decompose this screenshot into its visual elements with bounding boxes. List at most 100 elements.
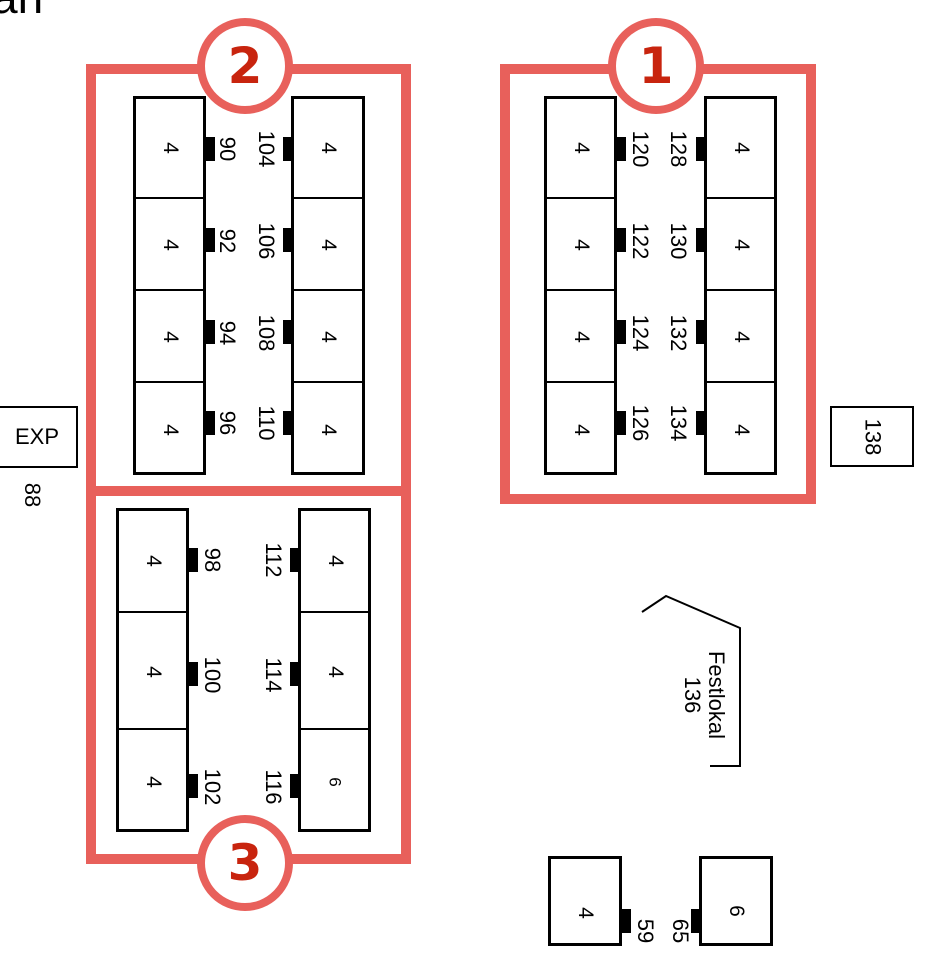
group-divider — [86, 486, 411, 496]
table-number: 116 — [261, 769, 286, 805]
table-group3-right[interactable]: 4 4 6 — [298, 508, 371, 832]
table-marker — [283, 320, 294, 344]
table-138[interactable]: 138 — [830, 406, 914, 467]
seat-cell: 4 — [707, 381, 774, 477]
group-badge-1[interactable]: 1 — [608, 18, 704, 114]
table-number: 106 — [254, 222, 279, 260]
table-marker — [283, 228, 294, 252]
table-group2-left[interactable]: 4 4 4 4 — [133, 96, 206, 475]
table-group2-right[interactable]: 4 4 4 4 — [291, 96, 365, 475]
seat-count: 4 — [729, 239, 753, 251]
table-marker — [620, 909, 631, 933]
table-number: 100 — [200, 656, 225, 694]
festlokal-number: 136 — [680, 676, 705, 714]
seat-cell: 6 — [301, 728, 368, 834]
seat-count: 4 — [158, 239, 182, 251]
table-marker — [615, 320, 626, 344]
table-number: 92 — [215, 228, 240, 254]
table-marker — [696, 137, 707, 161]
table-marker — [615, 137, 626, 161]
festlokal-name: Festlokal — [704, 650, 729, 740]
table-number: 110 — [254, 405, 279, 441]
seat-count: 4 — [729, 142, 753, 154]
table-marker — [204, 137, 215, 161]
seat-count: 4 — [574, 907, 597, 919]
table-number: 102 — [200, 768, 225, 806]
table-number: 59 — [633, 918, 658, 944]
seat-count: 4 — [158, 424, 182, 436]
seat-count: 4 — [141, 665, 165, 678]
table-number: 94 — [215, 320, 240, 346]
seat-cell: 4 — [136, 197, 203, 291]
seat-count: 4 — [569, 331, 593, 343]
seat-cell: 4 — [547, 99, 614, 197]
seat-cell: 4 — [301, 511, 368, 611]
seat-count: 6 — [725, 905, 748, 917]
table-bottom-left[interactable]: 4 — [548, 856, 622, 946]
table-marker — [283, 137, 294, 161]
table-marker — [696, 320, 707, 344]
seat-count: 4 — [729, 424, 753, 436]
seat-cell: 4 — [301, 611, 368, 730]
table-number: 98 — [200, 547, 225, 573]
seat-count: 4 — [158, 331, 182, 343]
table-marker — [283, 411, 294, 435]
seat-cell: 4 — [119, 728, 186, 834]
table-number: 65 — [668, 918, 693, 944]
table-marker — [691, 909, 702, 933]
table-marker — [187, 548, 198, 572]
table-number: 124 — [628, 314, 653, 352]
table-number: 128 — [666, 130, 691, 168]
table-bottom-right[interactable]: 6 — [699, 856, 773, 946]
seat-count: 4 — [323, 665, 347, 678]
seat-cell: 4 — [547, 381, 614, 477]
table-number: 130 — [666, 222, 691, 260]
seat-count: 4 — [317, 424, 340, 436]
seat-cell: 4 — [136, 381, 203, 477]
table-number: 126 — [628, 404, 653, 442]
seat-count: 4 — [569, 424, 593, 436]
table-number: 112 — [261, 542, 286, 578]
table-number: 132 — [666, 314, 691, 352]
table-138-label: 138 — [860, 418, 885, 455]
festlokal-label[interactable]: Festlokal 136 — [640, 640, 740, 739]
seat-count: 4 — [317, 331, 340, 343]
group-badge-2[interactable]: 2 — [197, 18, 293, 114]
table-marker — [187, 774, 198, 798]
seat-cell: 4 — [707, 99, 774, 197]
seat-count: 4 — [569, 142, 593, 154]
seat-cell: 4 — [294, 381, 362, 477]
group-badge-3[interactable]: 3 — [197, 815, 293, 911]
seat-cell: 4 — [294, 289, 362, 383]
table-group1-right[interactable]: 4 4 4 4 — [704, 96, 777, 475]
table-marker — [187, 662, 198, 686]
seat-cell: 4 — [707, 197, 774, 291]
table-marker — [204, 320, 215, 344]
seat-count: 4 — [317, 142, 340, 154]
seat-cell: 4 — [119, 611, 186, 730]
seat-count: 4 — [323, 555, 347, 567]
table-group1-left[interactable]: 4 4 4 4 — [544, 96, 617, 475]
exp-label: EXP — [14, 424, 60, 449]
seat-count: 4 — [158, 142, 182, 154]
seat-cell: 4 — [136, 289, 203, 383]
table-marker — [696, 411, 707, 435]
table-number: 108 — [254, 314, 279, 352]
festlokal-outline — [641, 594, 741, 767]
table-marker — [696, 228, 707, 252]
seat-cell: 4 — [294, 99, 362, 197]
page-title-fragment: an — [0, 0, 43, 24]
seat-count: 4 — [729, 331, 753, 343]
exp-number: 88 — [20, 482, 45, 508]
table-marker — [290, 548, 301, 572]
seat-count: 6 — [325, 777, 345, 787]
exp-box[interactable]: EXP — [0, 406, 78, 468]
table-number: 120 — [628, 130, 653, 168]
seat-count: 4 — [569, 239, 593, 251]
seat-count: 4 — [141, 555, 165, 567]
seat-cell: 4 — [547, 197, 614, 291]
table-group3-left[interactable]: 4 4 4 — [116, 508, 189, 832]
seat-cell: 4 — [547, 289, 614, 383]
table-marker — [204, 228, 215, 252]
table-number: 90 — [215, 136, 240, 162]
